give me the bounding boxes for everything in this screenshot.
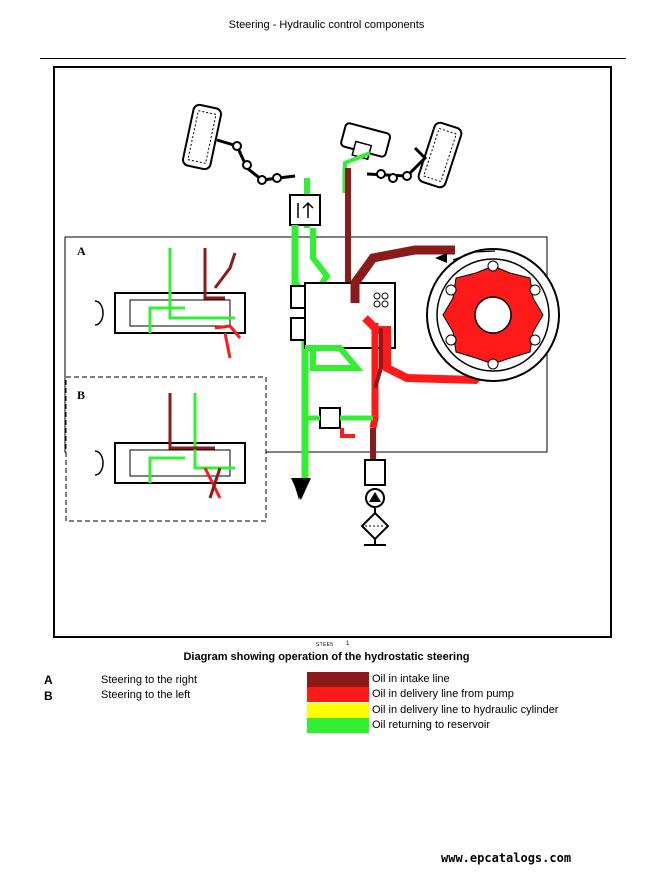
header-divider	[40, 58, 626, 59]
hydraulic-diagram: A B	[53, 66, 612, 638]
legend-swatch-intake	[307, 672, 369, 687]
section-b-spool	[94, 393, 246, 499]
pump-housing	[364, 459, 386, 486]
figure-code: STEE5	[316, 642, 334, 648]
section-a-label: A	[77, 244, 86, 258]
key-text-a: Steering to the right	[101, 674, 198, 686]
check-valve-top	[289, 194, 321, 226]
diagram-caption: Diagram showing operation of the hydrost…	[183, 651, 470, 663]
legend-text-return: Oil returning to reservoir	[372, 719, 490, 731]
reservoir-arrow	[291, 478, 311, 500]
key-text-b: Steering to the left	[101, 689, 191, 701]
cylinder-return-line	[343, 151, 371, 168]
legend-swatch-return	[307, 718, 369, 733]
diagram-svg: A B	[64, 103, 560, 546]
key-letter-a: A	[44, 673, 53, 687]
relief-valve	[319, 407, 341, 429]
section-a-spool	[94, 248, 246, 359]
legend-text-intake: Oil in intake line	[372, 673, 450, 685]
legend-swatch-delivery-pump	[307, 687, 369, 702]
section-b-label: B	[77, 388, 85, 402]
key-letter-b: B	[44, 689, 53, 703]
footer-watermark[interactable]: www.epcatalogs.com	[441, 851, 572, 865]
legend-text-delivery-cylinder: Oil in delivery line to hydraulic cylind…	[372, 704, 559, 716]
legend-text-delivery-pump: Oil in delivery line from pump	[372, 688, 514, 700]
figure-number: 1	[346, 641, 350, 647]
legend-swatch-delivery-cylinder	[307, 703, 369, 718]
intake-line	[350, 245, 455, 303]
front-axle-wheels	[181, 103, 463, 189]
page-header-title: Steering - Hydraulic control components	[228, 19, 425, 31]
